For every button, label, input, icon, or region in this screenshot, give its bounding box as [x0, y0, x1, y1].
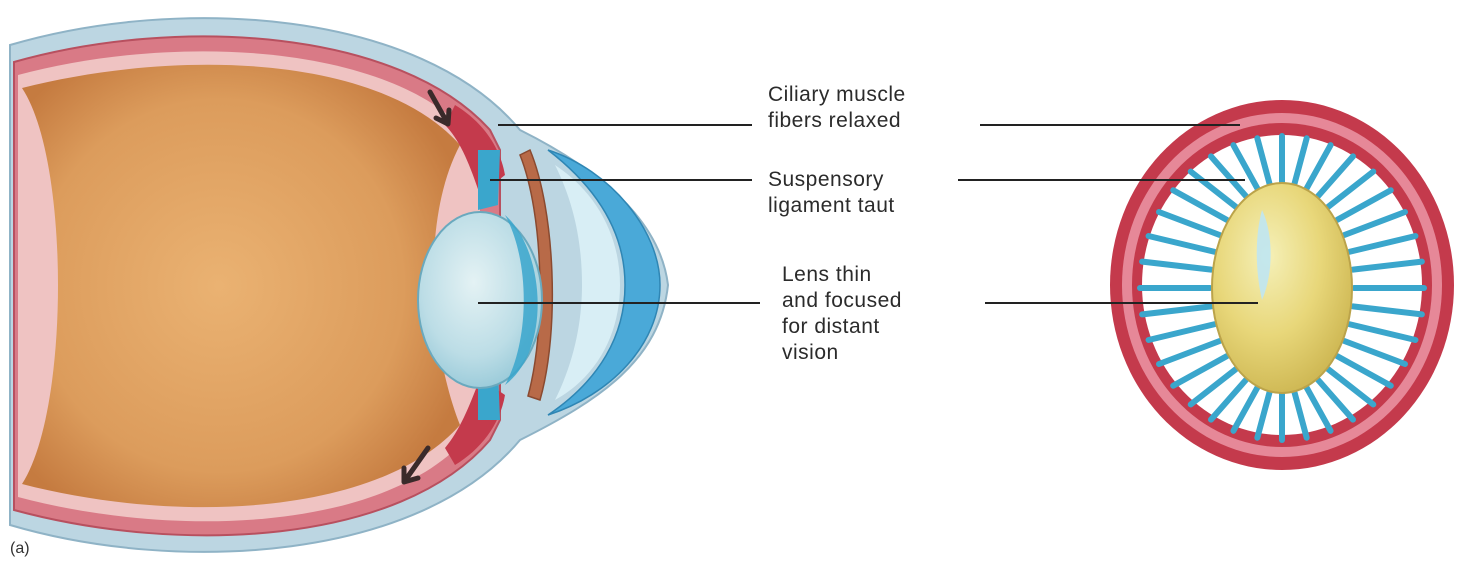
label-lens-line-4: vision — [782, 340, 902, 366]
label-lens-line-1: Lens thin — [782, 262, 902, 288]
label-ciliary-muscle: Ciliary muscle fibers relaxed — [768, 82, 906, 134]
vitreous-chamber — [22, 65, 460, 507]
lens-front — [1212, 183, 1352, 393]
panel-label: (a) — [10, 540, 30, 558]
label-ciliary-line-1: Ciliary muscle — [768, 82, 906, 108]
eye-cross-section — [10, 18, 668, 552]
label-lens-line-2: and focused — [782, 288, 902, 314]
lens-front-view — [1110, 100, 1454, 470]
label-lens: Lens thin and focused for distant vision — [782, 262, 902, 366]
label-lens-line-3: for distant — [782, 314, 902, 340]
label-ciliary-line-2: fibers relaxed — [768, 108, 906, 134]
label-suspensory-ligament: Suspensory ligament taut — [768, 167, 895, 219]
label-suspensory-line-1: Suspensory — [768, 167, 895, 193]
label-suspensory-line-2: ligament taut — [768, 193, 895, 219]
